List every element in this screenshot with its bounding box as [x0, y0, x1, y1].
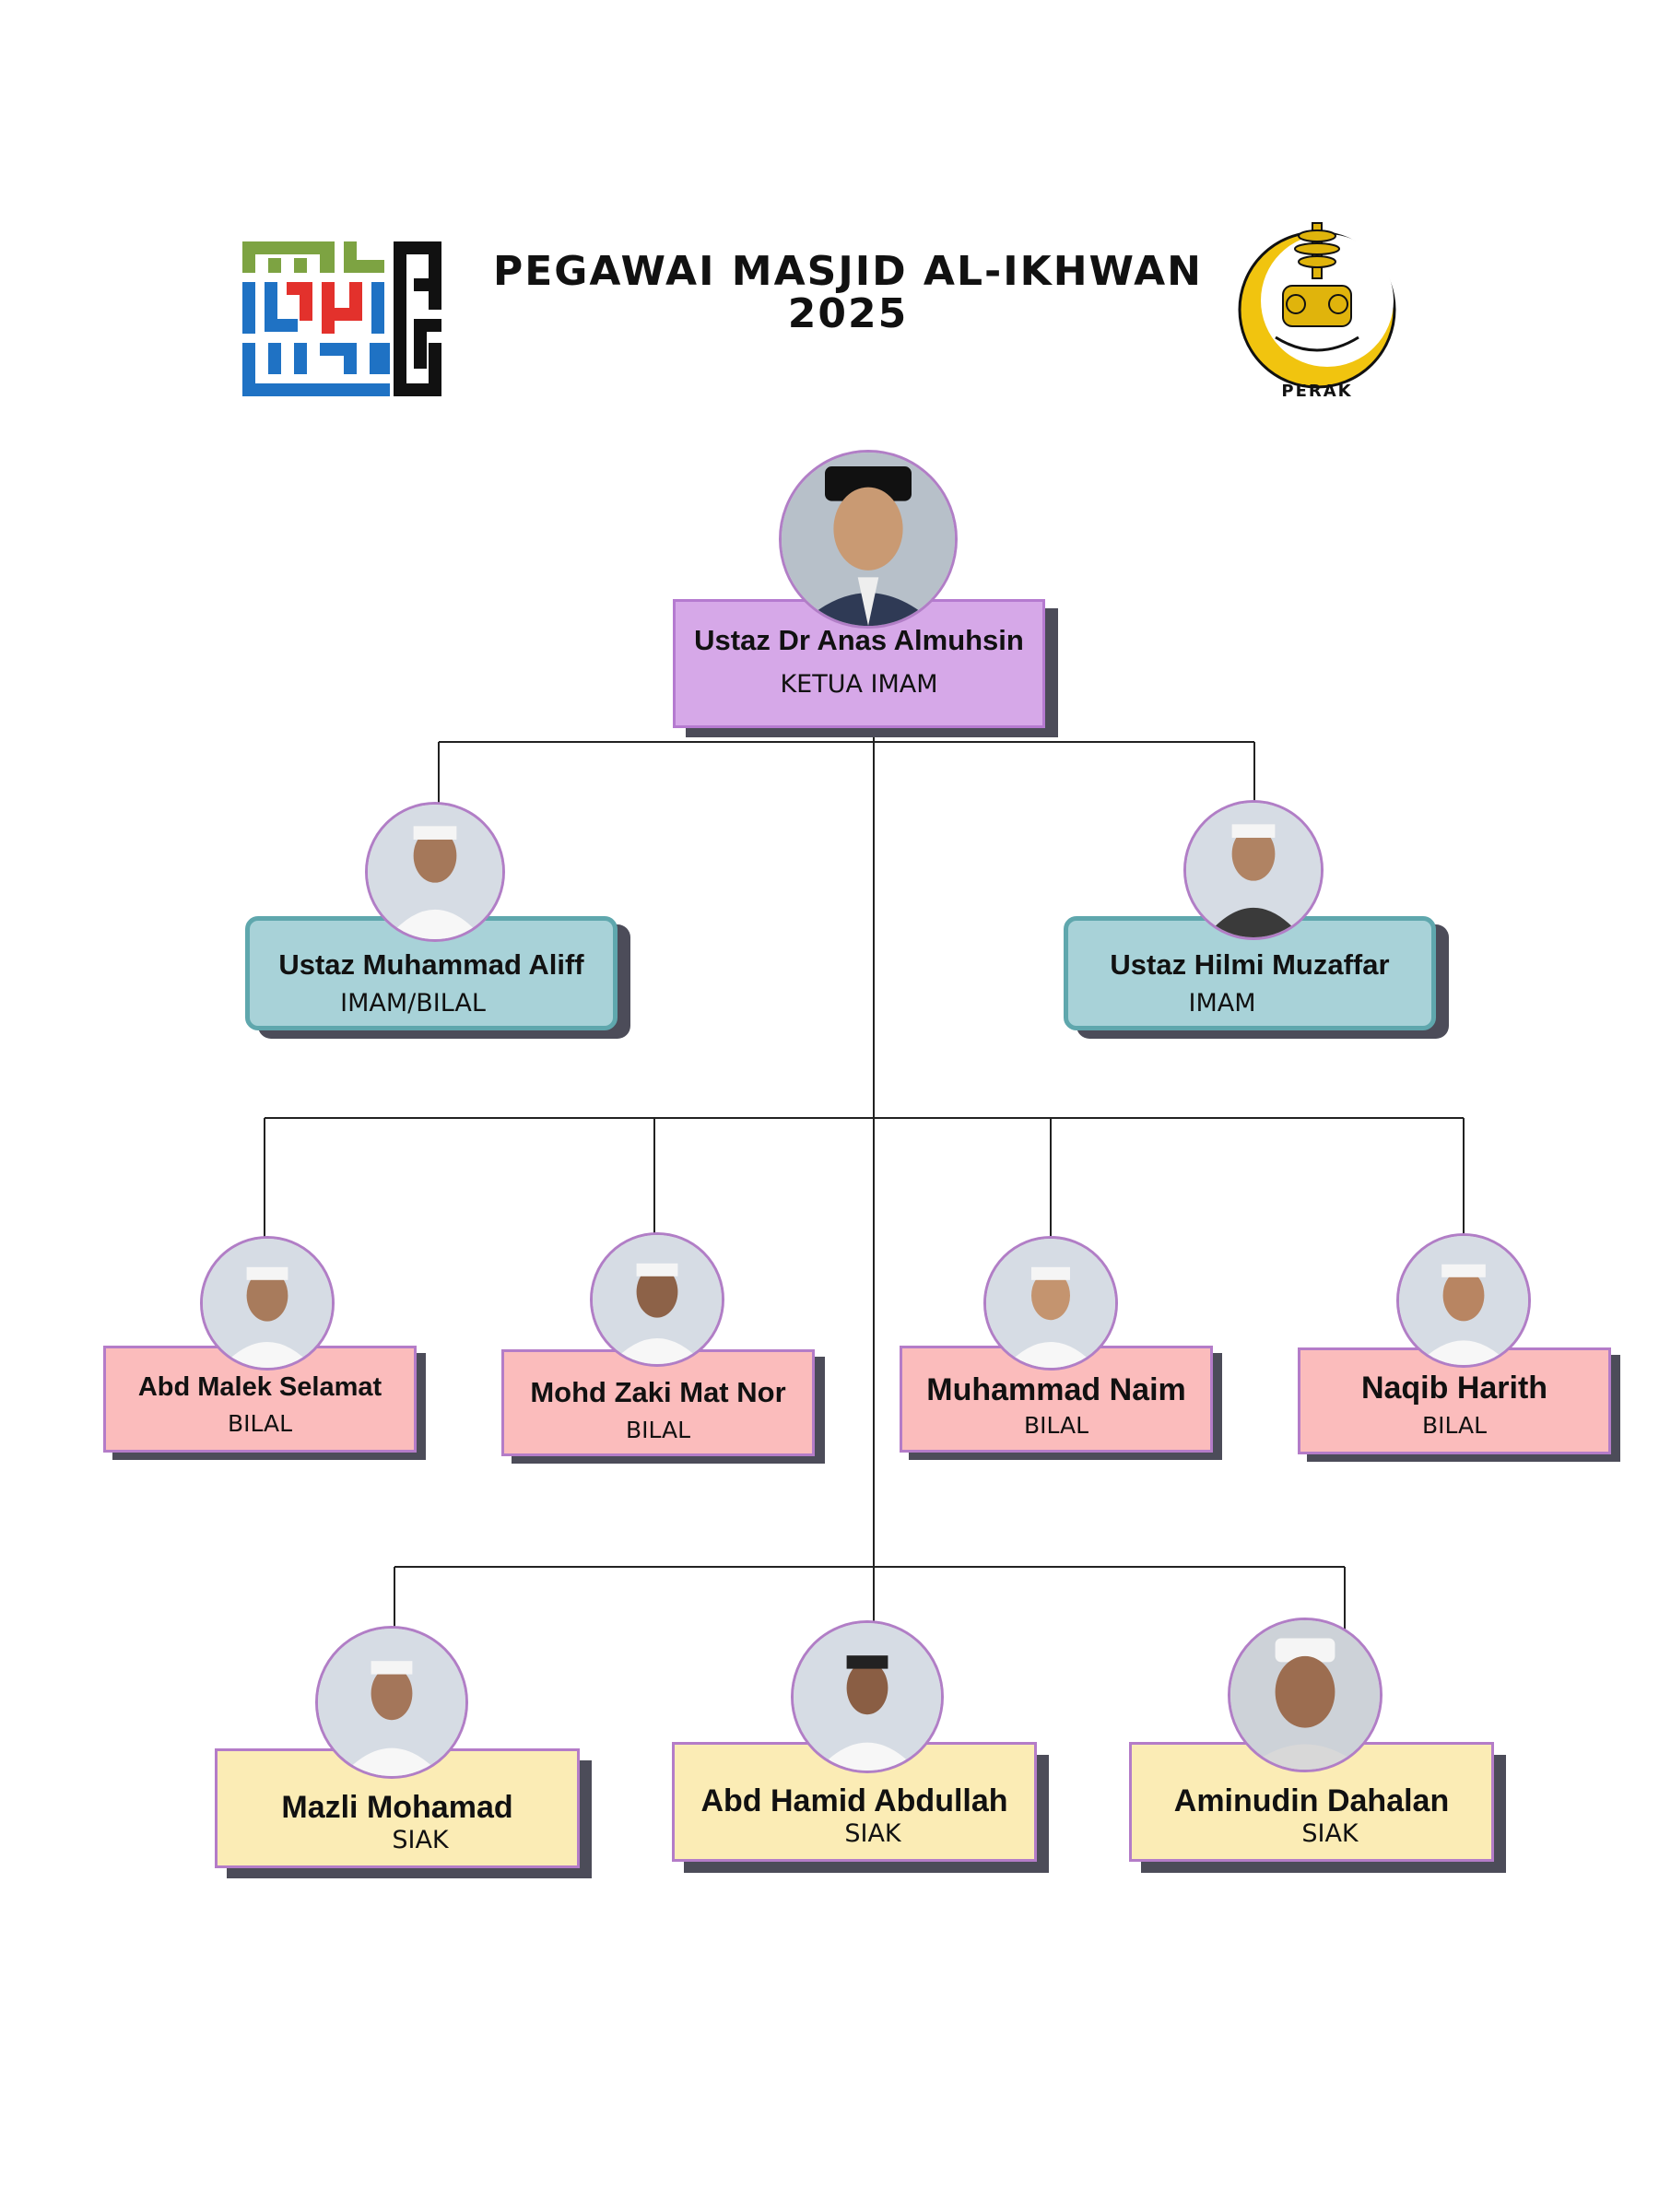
bilal-4-photo: [1396, 1233, 1531, 1368]
siak-2-role: SIAK: [844, 1819, 901, 1848]
bilal-3-name: Muhammad Naim: [926, 1372, 1186, 1407]
crest-label: PERAK: [1281, 382, 1352, 401]
bilal-card-2: Mohd Zaki Mat Nor BILAL: [501, 1349, 815, 1456]
bilal-4-name: Naqib Harith: [1360, 1371, 1548, 1406]
bilal-card-4: Naqib Harith BILAL: [1298, 1347, 1611, 1454]
page-title: PEGAWAI MASJID AL-IKHWAN 2025: [479, 251, 1217, 335]
bilal-1-name: Abd Malek Selamat: [137, 1372, 382, 1402]
title-line-2: 2025: [787, 290, 909, 337]
siak-1-name: Mazli Mohamad: [281, 1790, 513, 1825]
imam-2-role: IMAM: [1188, 989, 1256, 1018]
siak-3-role: SIAK: [1301, 1819, 1359, 1848]
bilal-4-role: BILAL: [1421, 1412, 1488, 1439]
siak-3-photo: [1228, 1618, 1382, 1772]
imam-1-role: IMAM/BILAL: [340, 989, 486, 1018]
siak-1-role: SIAK: [392, 1826, 449, 1854]
bilal-2-name: Mohd Zaki Mat Nor: [530, 1376, 786, 1408]
siak-1-photo: [315, 1626, 468, 1779]
perak-crest-logo: PERAK: [1238, 222, 1396, 401]
imam-2-photo: [1183, 800, 1324, 940]
imam-1-name: Ustaz Muhammad Aliff: [278, 948, 584, 981]
head-name: Ustaz Dr Anas Almuhsin: [694, 624, 1024, 656]
imam-2-name: Ustaz Hilmi Muzaffar: [1110, 948, 1390, 981]
title-line-1: PEGAWAI MASJID AL-IKHWAN: [493, 248, 1203, 295]
siak-2-photo: [791, 1620, 944, 1773]
bilal-1-role: BILAL: [227, 1410, 293, 1437]
bilal-2-role: BILAL: [625, 1417, 691, 1443]
bilal-2-photo: [590, 1232, 724, 1367]
siak-3-name: Aminudin Dahalan: [1173, 1783, 1450, 1818]
kufic-logo: [242, 241, 441, 396]
bilal-3-photo: [983, 1236, 1118, 1371]
bilal-3-role: BILAL: [1023, 1412, 1089, 1439]
head-role: KETUA IMAM: [780, 670, 938, 699]
head-photo: [779, 450, 958, 629]
siak-2-name: Abd Hamid Abdullah: [700, 1783, 1008, 1818]
imam-1-photo: [365, 802, 505, 942]
bilal-1-photo: [200, 1236, 335, 1371]
